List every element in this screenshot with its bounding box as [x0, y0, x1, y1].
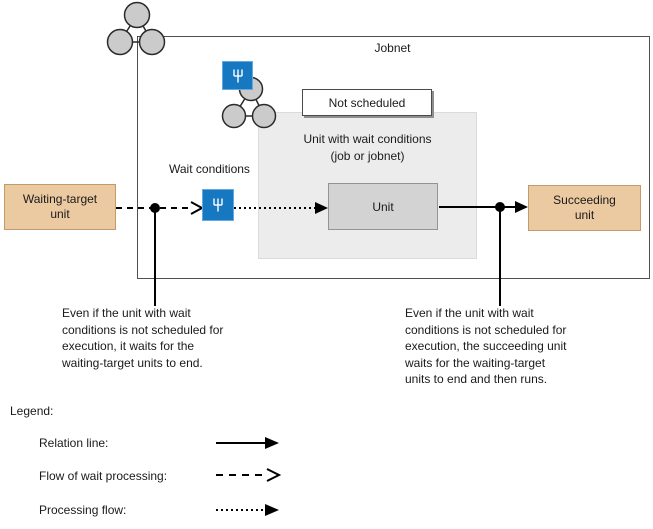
wait-condition-icon — [222, 61, 253, 90]
unit-with-wait-conditions-label: Unit with wait conditions (job or jobnet… — [303, 132, 432, 163]
legend-dashed-arrow-sample — [216, 468, 282, 482]
legend-solid-arrow-sample — [216, 437, 279, 449]
annotation-wait-unit: Even if the unit with wait conditions is… — [62, 306, 224, 370]
legend-title: Legend: — [10, 404, 54, 418]
succeeding-unit-box: Succeeding unit — [528, 185, 641, 231]
not-scheduled-label: Not scheduled — [328, 95, 406, 110]
unit-box: Unit — [328, 183, 438, 230]
legend-item-relation-line: Relation line: — [39, 436, 109, 450]
waiting-target-unit-label: Waiting-target unit — [22, 192, 98, 221]
wait-condition-fork-glyph — [232, 69, 243, 82]
wait-conditions-label: Wait conditions — [169, 162, 250, 176]
legend-dotted-arrow-sample — [216, 504, 279, 516]
unit-label: Unit — [372, 199, 394, 214]
jobnet-label: Jobnet — [374, 41, 411, 55]
legend-item-wait-processing-flow: Flow of wait processing: — [39, 469, 168, 483]
legend-item-processing-flow: Processing flow: — [39, 503, 127, 517]
jobnet-boundary-box — [137, 36, 650, 279]
succeeding-unit-label: Succeeding unit — [553, 193, 616, 222]
wait-condition-icon — [202, 189, 234, 221]
waiting-target-unit-box: Waiting-target unit — [4, 184, 116, 230]
annotation-succeeding-unit: Even if the unit with wait conditions is… — [405, 306, 567, 386]
wait-condition-fork-glyph — [213, 198, 223, 212]
not-scheduled-box: Not scheduled — [302, 89, 432, 116]
